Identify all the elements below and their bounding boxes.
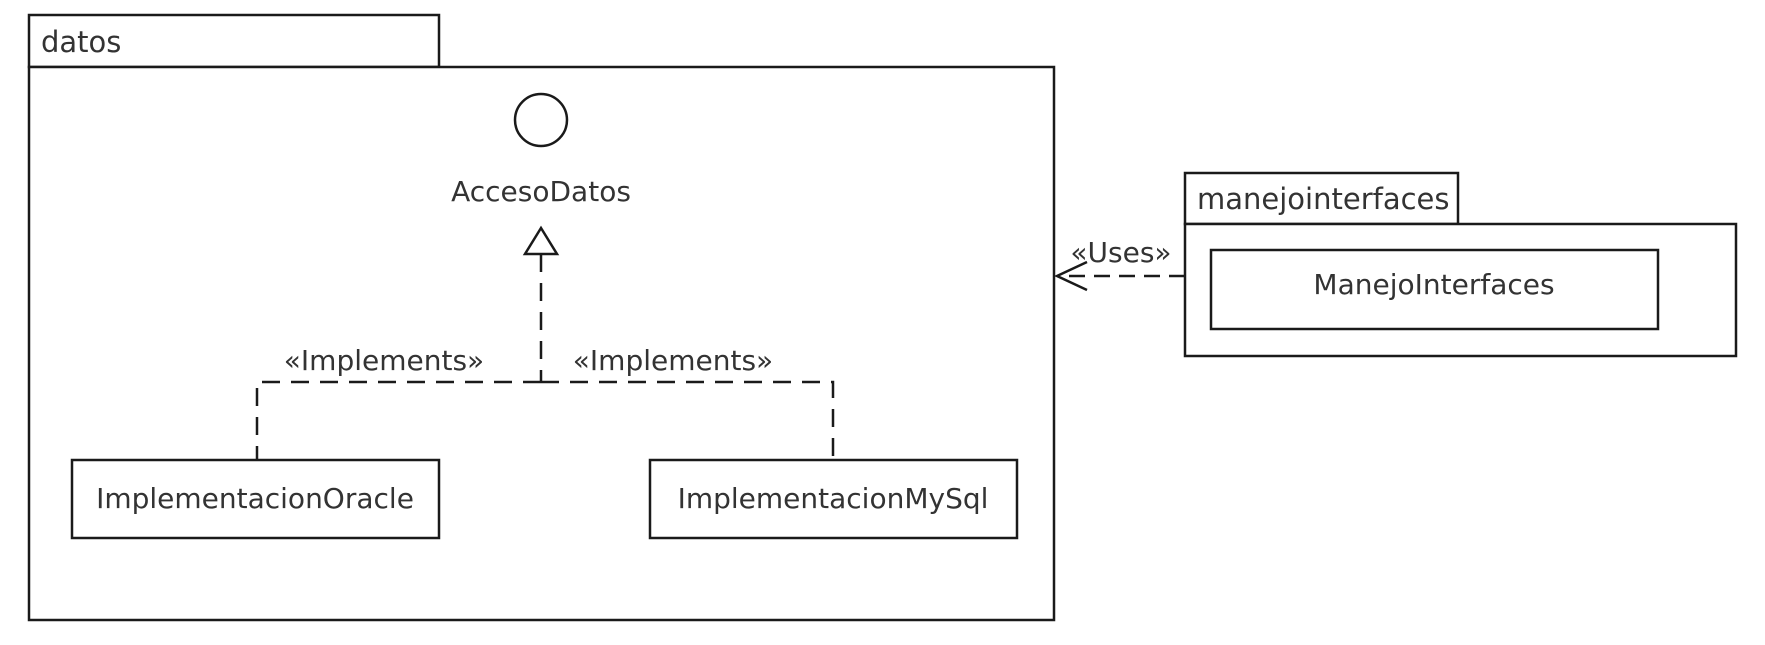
class-manejointerfaces-box	[1209, 248, 1660, 331]
implements-right-label: «Implements»	[573, 344, 773, 377]
package-manejointerfaces-label: manejointerfaces	[1197, 182, 1450, 216]
uses-dependency: «Uses»	[1054, 236, 1185, 292]
class-implementacion-oracle: ImplementacionOracle	[70, 458, 441, 540]
package-manejointerfaces-tab	[1183, 171, 1460, 226]
implements-left-label: «Implements»	[284, 344, 484, 377]
interface-circle-icon	[513, 92, 569, 148]
package-datos-tab	[27, 13, 441, 69]
realization-right-line	[541, 380, 835, 460]
uses-arrowhead-icon	[1054, 260, 1088, 292]
interface-name: AccesoDatos	[451, 175, 631, 208]
class-implementacion-mysql: ImplementacionMySql	[648, 458, 1019, 540]
realization-lines	[255, 254, 835, 460]
class-manejointerfaces: ManejoInterfaces	[1209, 248, 1660, 331]
package-datos-label: datos	[41, 25, 121, 59]
class-manejointerfaces-label: ManejoInterfaces	[1313, 268, 1554, 301]
class-implementacion-oracle-box	[70, 458, 441, 540]
uses-label: «Uses»	[1070, 236, 1171, 269]
interface-accesodatos: AccesoDatos	[451, 92, 631, 208]
class-implementacion-oracle-label: ImplementacionOracle	[96, 482, 414, 515]
class-implementacion-mysql-box	[648, 458, 1019, 540]
class-implementacion-mysql-label: ImplementacionMySql	[678, 482, 989, 515]
realization-left-line	[255, 380, 541, 460]
